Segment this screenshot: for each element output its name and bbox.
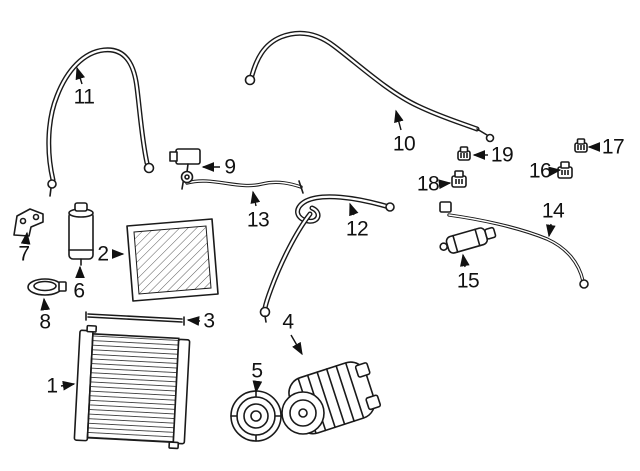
part-drier-clamp: [27, 278, 67, 296]
part-pressure-switch: [169, 148, 201, 184]
part-service-valve: [557, 161, 573, 179]
callout-4-label: 4: [282, 310, 294, 334]
part-ac-hose: [259, 197, 395, 323]
callout-13-label: 13: [246, 208, 270, 232]
callout-11-label: 11: [73, 85, 95, 109]
part-ac-compressor: [281, 361, 382, 435]
callout-10-label: 10: [392, 132, 416, 156]
callout-18-label: 18: [416, 172, 440, 196]
part-valve-cap-2: [457, 146, 471, 161]
callout-1-label: 1: [46, 374, 58, 398]
callout-5-label: 5: [251, 359, 263, 383]
callout-15-label: 15: [456, 269, 480, 293]
part-condenser-seal: [85, 311, 185, 326]
callout-12-label: 12: [345, 217, 369, 241]
part-service-valve-2: [451, 170, 467, 188]
part-suction-hose: [244, 33, 495, 143]
part-drier-bracket: [13, 208, 44, 237]
part-ac-tube: [181, 176, 304, 194]
callout-19-label: 19: [490, 143, 514, 167]
callout-17-label: 17: [601, 135, 625, 159]
part-condenser-assembly: [73, 324, 191, 450]
part-discharge-hose: [48, 50, 155, 197]
callout-9-label: 9: [224, 155, 236, 179]
part-valve-cap: [574, 138, 588, 153]
callout-8-label: 8: [39, 310, 51, 334]
callout-6-label: 6: [73, 279, 85, 303]
callout-arrows: [20, 66, 601, 394]
part-compressor-clutch: [230, 390, 282, 442]
callout-2-label: 2: [97, 242, 109, 266]
part-expansion-valve: [439, 226, 497, 254]
callout-16-label: 16: [528, 159, 552, 183]
callout-14-label: 14: [541, 199, 565, 223]
callout-7-label: 7: [18, 242, 30, 266]
part-receiver-drier: [68, 202, 94, 266]
part-condenser-core: [126, 218, 219, 302]
part-liquid-line: [439, 201, 589, 289]
callout-3-label: 3: [203, 309, 215, 333]
